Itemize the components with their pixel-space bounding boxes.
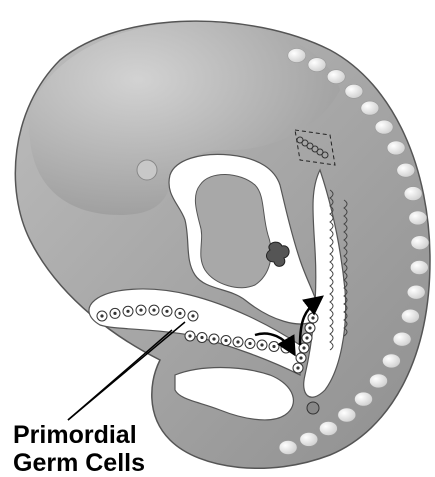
germ-cell xyxy=(293,363,303,373)
germ-cell xyxy=(305,323,315,333)
germ-cell xyxy=(257,340,267,350)
germ-cells-label-line1: Primordial xyxy=(13,421,137,449)
somite xyxy=(300,432,318,446)
germ-cells-label-line2: Germ Cells xyxy=(13,449,145,477)
germ-cell xyxy=(136,305,146,315)
germ-cell xyxy=(149,305,159,315)
somite xyxy=(382,354,400,368)
germ-cell xyxy=(269,342,279,352)
germ-cell xyxy=(123,306,133,316)
somite xyxy=(404,187,422,201)
somite xyxy=(387,141,405,155)
somite xyxy=(327,70,345,84)
somite xyxy=(345,84,363,98)
somite xyxy=(397,163,415,177)
somite xyxy=(401,309,419,323)
germ-cell xyxy=(296,353,306,363)
germ-cell xyxy=(221,336,231,346)
optic-vesicle xyxy=(137,160,157,180)
germ-cell xyxy=(308,313,318,323)
somite xyxy=(411,236,429,250)
somite xyxy=(288,49,306,63)
germ-cell xyxy=(188,311,198,321)
germ-cell xyxy=(110,308,120,318)
somite xyxy=(409,211,427,225)
heart xyxy=(195,174,271,287)
germ-cell xyxy=(233,337,243,347)
somite xyxy=(279,441,297,455)
germ-cell xyxy=(197,333,207,343)
germ-cell xyxy=(245,339,255,349)
somite xyxy=(355,392,373,406)
germ-cell xyxy=(302,333,312,343)
somite xyxy=(370,374,388,388)
germ-cell xyxy=(162,306,172,316)
somite xyxy=(361,101,379,115)
germ-cell xyxy=(209,334,219,344)
somite xyxy=(410,261,428,275)
somite xyxy=(393,332,411,346)
somite xyxy=(338,408,356,422)
germ-cell xyxy=(175,308,185,318)
somite xyxy=(407,285,425,299)
somite xyxy=(375,120,393,134)
germ-cell xyxy=(97,311,107,321)
allantois xyxy=(307,402,319,414)
somite xyxy=(308,58,326,72)
somite xyxy=(319,422,337,436)
germ-cell xyxy=(185,331,195,341)
